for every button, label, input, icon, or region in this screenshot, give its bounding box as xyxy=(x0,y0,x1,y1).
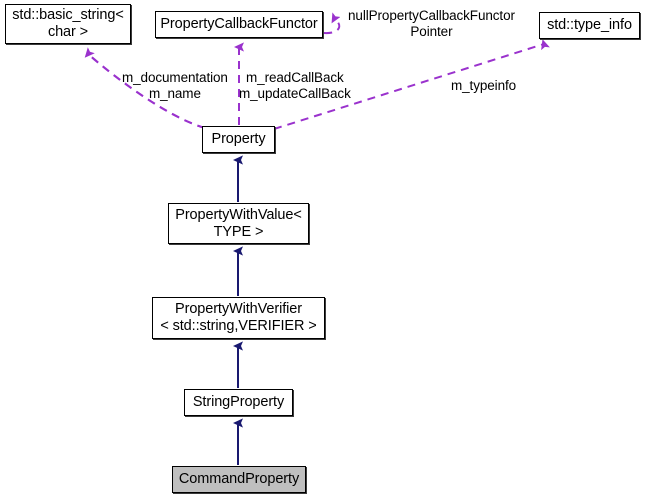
edge-label-null-property-callback-functor-pointer: nullPropertyCallbackFunctor Pointer xyxy=(348,8,515,39)
class-node-property-callback-functor[interactable]: PropertyCallbackFunctor xyxy=(155,11,323,38)
edge-label-callbacks: m_readCallBack m_updateCallBack xyxy=(239,70,351,101)
edge-null-pointer xyxy=(323,12,341,35)
class-node-std-basic-string[interactable]: std::basic_string< char > xyxy=(5,4,131,44)
edge-typeinfo xyxy=(273,39,550,130)
class-node-property-with-verifier[interactable]: PropertyWithVerifier < std::string,VERIF… xyxy=(152,297,325,339)
class-node-property[interactable]: Property xyxy=(202,126,275,153)
class-node-property-with-value[interactable]: PropertyWithValue< TYPE > xyxy=(168,203,309,244)
usage-edges xyxy=(84,12,550,130)
class-node-command-property[interactable]: CommandProperty xyxy=(172,466,306,493)
edge-label-typeinfo: m_typeinfo xyxy=(451,78,517,93)
class-node-string-property[interactable]: StringProperty xyxy=(184,389,293,416)
edge-label-documentation-name: m_documentation m_name xyxy=(122,70,228,101)
class-node-std-type-info[interactable]: std::type_info xyxy=(539,12,640,39)
